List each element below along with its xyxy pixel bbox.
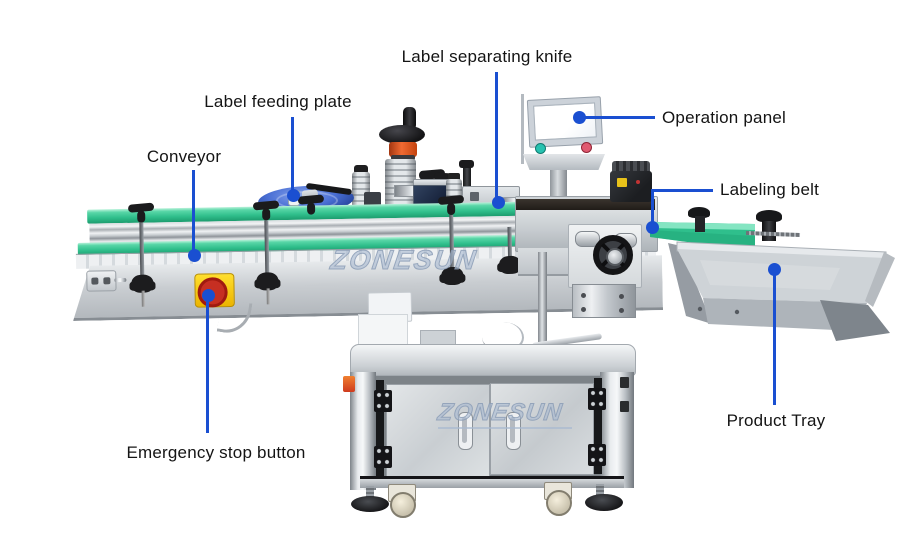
hinge <box>374 446 392 468</box>
carriage-screw <box>619 294 624 299</box>
leveling-foot-left <box>351 496 389 512</box>
callout-line-operation-panel <box>584 116 655 119</box>
callout-dot-product-tray <box>768 263 781 276</box>
cabinet <box>350 372 634 492</box>
callout-line-labeling-belt-v <box>651 189 654 225</box>
callout-label-conveyor: Conveyor <box>146 147 222 166</box>
callout-dot-labeling-belt <box>646 221 659 234</box>
label-roll-collar-orange <box>389 142 417 157</box>
power-switch <box>343 376 355 392</box>
panel-button-teal <box>535 143 546 154</box>
support-rod <box>538 252 547 348</box>
leveling-foot-right <box>585 494 623 511</box>
callout-label-feeding-plate: Label feeding plate <box>204 92 352 111</box>
label-roll-crank-disc <box>379 125 425 144</box>
motor-led <box>636 180 640 184</box>
hinge <box>588 388 606 410</box>
callout-line-conveyor <box>192 170 195 252</box>
door-handle-slot <box>462 417 467 443</box>
callout-line-labeling-belt-h <box>651 189 713 192</box>
leveling-foot-stem <box>596 484 604 496</box>
cabinet-frame-strip-left <box>376 380 384 480</box>
carriage-screw <box>581 293 586 298</box>
carriage-screw <box>619 308 624 313</box>
caster-wheel-left <box>390 492 416 518</box>
carriage-screw <box>581 307 586 312</box>
callout-label-operation-panel: Operation panel <box>662 108 786 127</box>
caster-wheel-right <box>546 490 572 516</box>
door-latch <box>620 401 629 412</box>
hand-wheel-hub <box>606 248 624 266</box>
product-tray <box>668 241 895 341</box>
door-latch <box>620 377 629 388</box>
callout-label-labeling-belt: Labeling belt <box>720 180 820 199</box>
labeling-carriage <box>568 224 642 318</box>
motor-top-cap <box>612 161 650 173</box>
callout-dot-separating-knife <box>492 196 505 209</box>
callout-line-separating-knife <box>495 72 498 199</box>
callout-dot-operation-panel <box>573 111 586 124</box>
callout-line-emergency-stop <box>206 301 209 433</box>
watermark-underline <box>438 427 572 429</box>
hinge <box>588 444 606 466</box>
callout-line-product-tray <box>773 275 776 405</box>
callout-line-feeding-plate <box>291 117 294 192</box>
hand-wheel <box>593 235 633 275</box>
cabinet-frame-strip-right <box>594 378 602 474</box>
callout-label-product-tray: Product Tray <box>726 411 826 430</box>
panel-bracket <box>523 154 605 170</box>
drive-motor <box>610 160 652 202</box>
hinge <box>374 390 392 412</box>
panel-guide-rod <box>521 94 524 164</box>
belt-knob-cap <box>688 207 710 218</box>
roller-cap2 <box>448 173 460 181</box>
belt-knob-stem <box>695 216 705 232</box>
door-handle-left <box>458 412 473 450</box>
tray-knob-cap <box>756 210 782 222</box>
callout-dot-feeding-plate <box>287 189 300 202</box>
callout-dot-emergency-stop <box>202 289 215 302</box>
leveling-foot-stem <box>366 486 374 498</box>
label-roll-collar-ring <box>391 155 415 160</box>
callout-label-separating-knife: Label separating knife <box>401 47 573 66</box>
roller-cap <box>354 165 368 174</box>
cabinet-left-pillar <box>350 372 376 490</box>
carriage-column <box>572 284 636 318</box>
table-top <box>350 344 636 376</box>
door-handle-right <box>506 412 521 450</box>
separating-knife-slot <box>470 192 479 201</box>
panel-button-red <box>581 142 592 153</box>
door-handle-slot <box>510 417 515 443</box>
rod-knob-top <box>459 160 474 168</box>
label-roll-crank-grip <box>403 107 416 130</box>
callout-label-emergency-stop: Emergency stop button <box>126 443 306 462</box>
motor-warning-label <box>617 178 627 187</box>
callout-dot-conveyor <box>188 249 201 262</box>
